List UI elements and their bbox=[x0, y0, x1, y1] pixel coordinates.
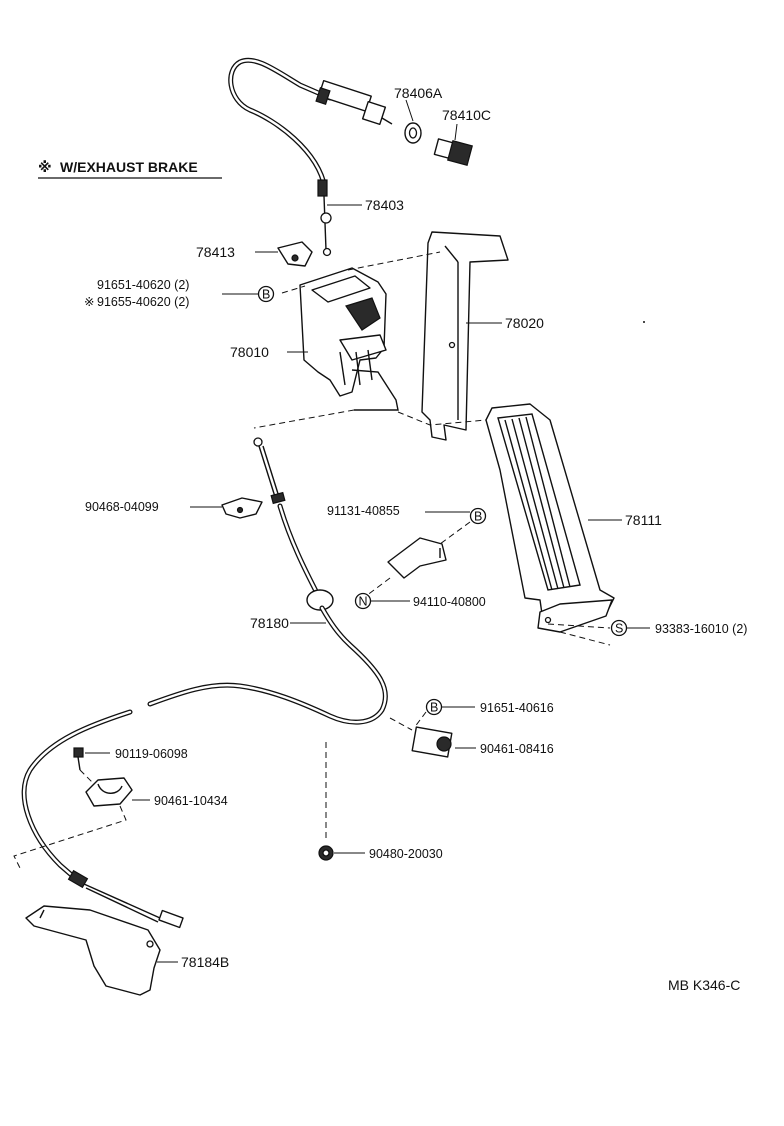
label-94110-40800: 94110-40800 bbox=[413, 595, 486, 609]
label-78184B: 78184B bbox=[181, 954, 229, 970]
part-91131-40855-bracket: 91131-40855 B bbox=[327, 504, 487, 597]
callout-93383-16010: S 93383-16010 (2) bbox=[547, 619, 747, 646]
callout-b2: B bbox=[474, 510, 482, 524]
label-91651-40620: 91651-40620 (2) bbox=[97, 278, 189, 292]
part-90119-06098-bolt: 90119-06098 bbox=[73, 747, 188, 783]
label-91131-40855: 91131-40855 bbox=[327, 504, 400, 518]
note-text: W/EXHAUST BRAKE bbox=[60, 159, 198, 175]
label-91655-mark: ※ bbox=[84, 295, 94, 309]
label-90468-04099: 90468-04099 bbox=[85, 500, 159, 514]
label-91655-40620: 91655-40620 (2) bbox=[97, 295, 189, 309]
callout-b1: B bbox=[262, 288, 270, 302]
label-90480-20030: 90480-20030 bbox=[369, 847, 443, 861]
part-78111-pedal: 78111 bbox=[485, 403, 662, 633]
part-78184B-bracket: 78184B bbox=[25, 905, 229, 996]
label-78410C: 78410C bbox=[442, 107, 491, 123]
reference-code: MB K346-C bbox=[668, 977, 740, 993]
exhaust-brake-note: ※ W/EXHAUST BRAKE bbox=[38, 159, 222, 179]
callout-91651-40620: 91651-40620 (2) ※ 91655-40620 (2) B bbox=[84, 278, 275, 309]
exhaust-brake-cable bbox=[228, 57, 393, 257]
label-90461-10434: 90461-10434 bbox=[154, 794, 228, 808]
callout-b3: B bbox=[430, 701, 438, 715]
label-78413: 78413 bbox=[196, 244, 235, 260]
part-78410C-knob: 78410C bbox=[433, 107, 491, 166]
label-78403: 78403 bbox=[365, 197, 404, 213]
label-90119-06098: 90119-06098 bbox=[115, 747, 188, 761]
label-91651-40616: 91651-40616 bbox=[480, 701, 554, 715]
label-78406A: 78406A bbox=[394, 85, 443, 101]
note-symbol: ※ bbox=[38, 159, 52, 175]
part-90468-04099-clip: 90468-04099 bbox=[85, 497, 263, 519]
part-78020-bracket: 78020 bbox=[421, 231, 544, 441]
part-78010-mechanism: 78010 bbox=[230, 267, 399, 411]
part-90461-10434-clamp: 90461-10434 bbox=[13, 777, 228, 869]
part-78180-cable: 78180 bbox=[21, 437, 388, 929]
callout-s1: S bbox=[615, 622, 623, 636]
callout-94110-40800: N 94110-40800 bbox=[354, 592, 486, 610]
part-78406A-nut: 78406A bbox=[394, 85, 443, 144]
label-90461-08416: 90461-08416 bbox=[480, 742, 554, 756]
part-78413-clip: 78413 bbox=[196, 241, 313, 267]
part-90480-20030-grommet: 90480-20030 bbox=[318, 742, 443, 861]
part-90461-08416-clamp: 90461-08416 bbox=[389, 717, 554, 758]
stray-dot bbox=[643, 321, 645, 323]
label-78020: 78020 bbox=[505, 315, 544, 331]
label-78180: 78180 bbox=[250, 615, 289, 631]
label-93383-16010: 93383-16010 (2) bbox=[655, 622, 747, 636]
callout-91651-40616: B 91651-40616 bbox=[413, 698, 554, 729]
label-78010: 78010 bbox=[230, 344, 269, 360]
label-78111: 78111 bbox=[625, 512, 662, 528]
callout-n1: N bbox=[359, 595, 368, 609]
